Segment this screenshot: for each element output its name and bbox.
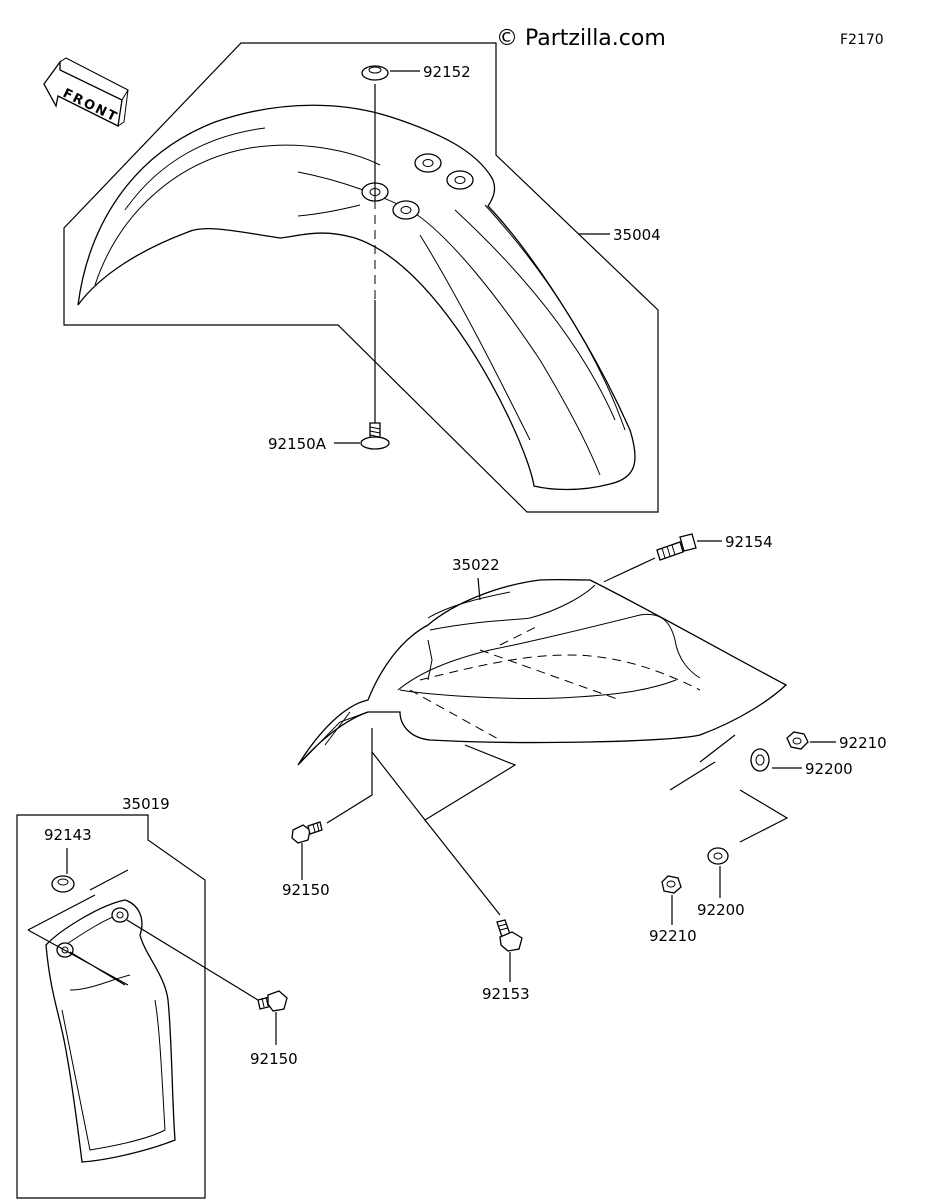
- callout-92200-low: 92200: [697, 901, 745, 919]
- bolt-92150-mid: [291, 821, 323, 844]
- front-arrow-icon: FRONT: [43, 57, 129, 127]
- washer-92200-right: [750, 748, 770, 772]
- callout-35004: 35004: [613, 226, 661, 244]
- leader-35022: [477, 577, 481, 601]
- callout-92150-mid: 92150: [282, 881, 330, 899]
- nut-92210-right: [786, 731, 809, 750]
- front-fender-35004: [77, 104, 636, 491]
- screw-92150A: [360, 422, 390, 450]
- bolt-92154: [656, 533, 697, 561]
- grommet-92143: [51, 875, 75, 893]
- mud-flap-lines: [27, 869, 129, 986]
- figure-id: F2170: [840, 32, 884, 48]
- callout-92210-right: 92210: [839, 734, 887, 752]
- bolt-92154-line: [611, 557, 656, 579]
- mud-flap-frame: [16, 814, 206, 1199]
- callout-92210-low: 92210: [649, 927, 697, 945]
- callout-92150A: 92150A: [268, 435, 327, 453]
- callout-35019: 35019: [122, 795, 170, 813]
- grommet-92152: [361, 65, 389, 81]
- callout-92200-right: 92200: [805, 760, 853, 778]
- bolt-92153: [496, 919, 523, 952]
- callout-92150-low: 92150: [250, 1050, 298, 1068]
- front-fender-frame: [63, 42, 659, 513]
- watermark-text: © Partzilla.com: [496, 26, 666, 51]
- callout-35022: 35022: [452, 556, 500, 574]
- bolt-92150-low-line: [126, 919, 259, 1001]
- rear-fender-35022: [297, 578, 788, 766]
- callout-92143: 92143: [44, 826, 92, 844]
- callout-92153: 92153: [482, 985, 530, 1003]
- callout-92152: 92152: [423, 63, 471, 81]
- bolt-92150-low: [257, 990, 288, 1012]
- mud-flap-35019: [45, 899, 176, 1163]
- callout-92154: 92154: [725, 533, 773, 551]
- nut-92210-low: [661, 875, 682, 894]
- rear-fender-lines: [326, 728, 789, 916]
- washer-92200-low: [707, 847, 729, 865]
